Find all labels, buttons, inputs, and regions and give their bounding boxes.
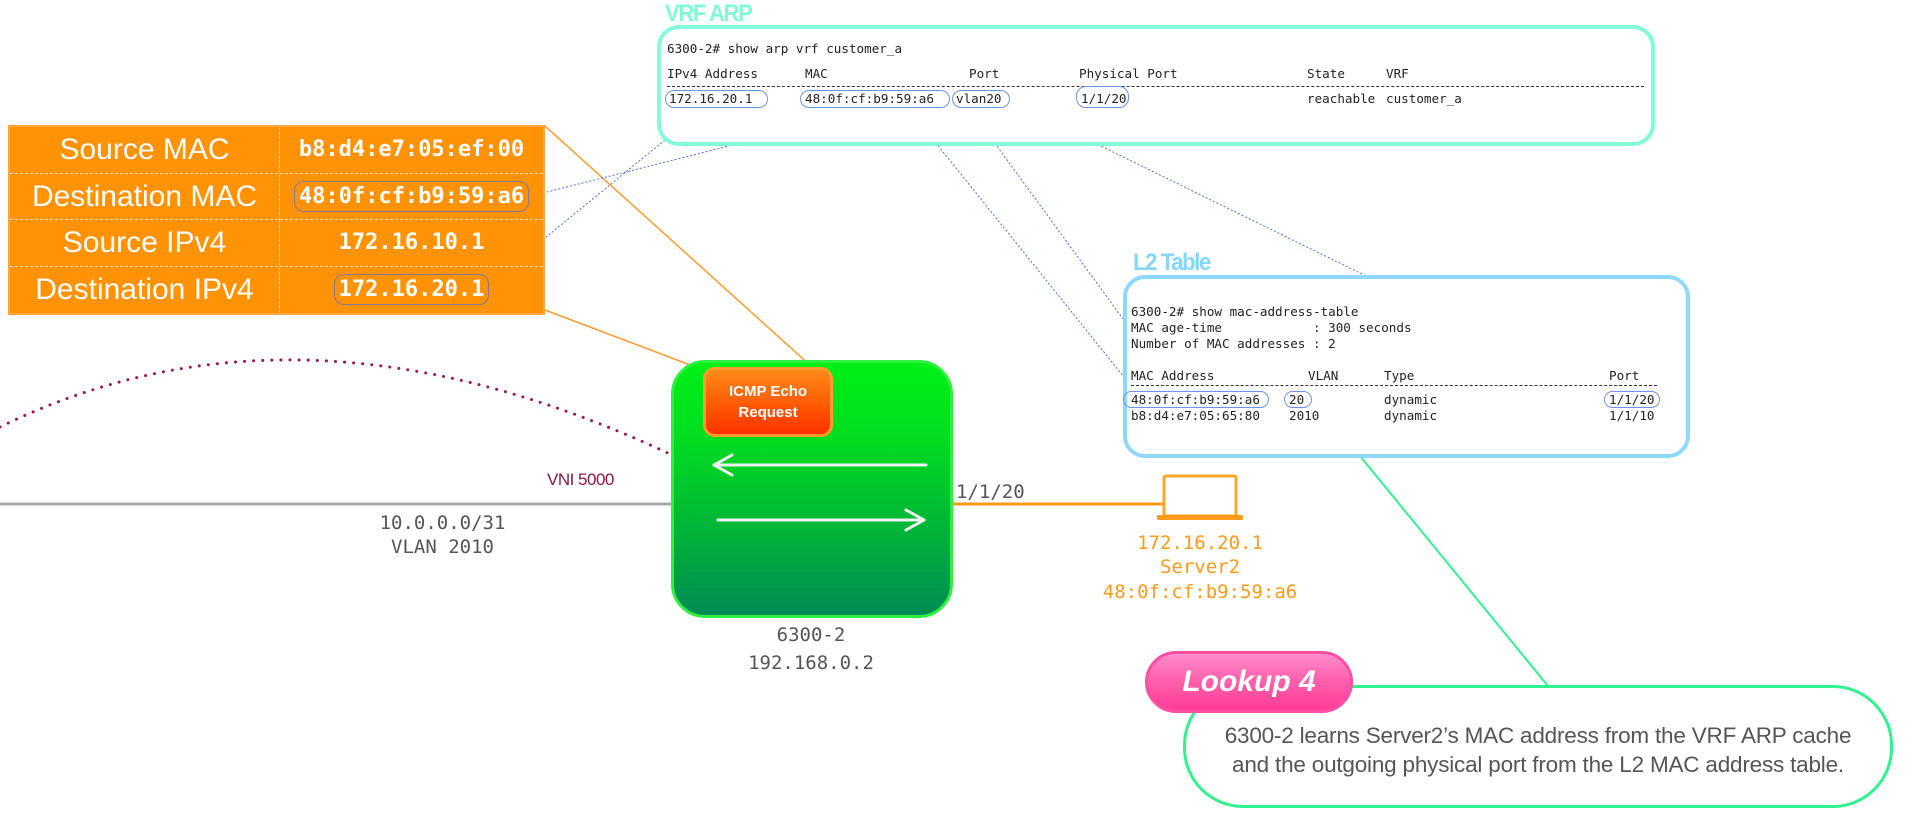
header-row-source-mac: Source MAC b8:d4:e7:05:ef:00 [10,127,543,174]
l2-row-mac: 48:0f:cf:b9:59:a6 [1131,392,1260,407]
access-port-label: 1/1/20 [956,481,1025,503]
l2-port-highlight [1604,391,1660,408]
header-value-highlighted: 172.16.20.1 [280,267,543,313]
vrf-port-highlight [952,90,1010,108]
map-arp-mac-to-l2 [922,126,1141,398]
header-value: 48:0f:cf:b9:59:a6 [293,180,530,212]
vrf-ipv4-highlight [665,90,768,108]
header-value: 172.16.10.1 [338,230,485,255]
header-connector-top [544,125,813,368]
uplink-subnet-label: 10.0.0.0/31 [379,512,506,534]
vrf-row-ipv4: 172.16.20.1 [669,91,753,106]
laptop-icon[interactable] [1155,473,1247,525]
vni-label: VNI 5000 [547,470,614,489]
vrf-row-state: reachable [1307,91,1376,106]
l2-table-panel: 6300-2# show mac-address-table MAC age-t… [1123,275,1690,458]
l2-col-port: Port [1609,368,1640,383]
l2-age-time: MAC age-time : 300 seconds [1131,320,1412,335]
header-label: Destination MAC [10,173,280,220]
vrf-col-port: Port [969,66,1000,81]
l2-table-title: L2 Table [1133,249,1211,276]
vni-tunnel-arc [0,358,674,457]
l2-row-vlan: 20 [1289,392,1305,407]
l2-row-type: dynamic [1384,408,1438,423]
vrf-row-port: vlan20 [956,91,1002,106]
vrf-col-ipv4: IPv4 Address [667,66,758,81]
vrf-row-mac: 48:0f:cf:b9:59:a6 [805,91,934,106]
l2-col-mac: MAC Address [1131,368,1215,383]
vrf-separator [667,86,1644,87]
header-value: 172.16.20.1 [333,273,490,305]
server-ip: 172.16.20.1 [1137,532,1263,554]
l2-command: 6300-2# show mac-address-table [1131,304,1359,319]
header-value: b8:d4:e7:05:ef:00 [298,137,525,162]
vrf-arp-title: VRF ARP [665,0,753,27]
header-row-source-ipv4: Source IPv4 172.16.10.1 [10,220,543,267]
header-value-highlighted: 48:0f:cf:b9:59:a6 [280,174,543,220]
l2-row-port: 1/1/20 [1609,392,1655,407]
lookup-text-line1: 6300-2 learns Server2’s MAC address from… [1224,723,1852,748]
vrf-row-vrf: customer_a [1386,91,1462,106]
l2-row-mac: b8:d4:e7:05:65:80 [1131,408,1260,423]
lookup-description: 6300-2 learns Server2’s MAC address from… [1186,721,1890,779]
header-label: Destination IPv4 [10,266,280,313]
l2-to-callout-line [1359,455,1549,687]
vrf-physical-port-highlight [1076,86,1129,108]
l2-row-port: 1/1/10 [1609,408,1655,423]
l2-col-vlan: VLAN [1308,368,1339,383]
vrf-mac-highlight [800,90,950,108]
l2-row-type: dynamic [1384,392,1438,407]
vrf-col-physical-port: Physical Port [1079,66,1178,81]
header-connector-bottom [544,309,707,372]
packet-label-line1: ICMP Echo [728,383,808,400]
packet-header-table: Source MAC b8:d4:e7:05:ef:00 Destination… [8,125,545,315]
vrf-arp-command: 6300-2# show arp vrf customer_a [667,41,903,56]
l2-row-vlan: 2010 [1289,408,1320,423]
header-row-destination-mac: Destination MAC 48:0f:cf:b9:59:a6 [10,173,543,220]
packet-label-line2: Request [738,404,798,421]
bidirectional-arrows-icon [712,453,928,532]
header-row-destination-ipv4: Destination IPv4 172.16.20.1 [10,266,543,314]
vrf-col-mac: MAC [805,66,828,81]
switch-name: 6300-2 [776,624,846,646]
icmp-echo-request-packet: ICMP Echo Request [703,367,833,437]
server-name: Server2 [1159,556,1241,578]
vrf-arp-panel: 6300-2# show arp vrf customer_a IPv4 Add… [657,25,1655,146]
l2-vlan-highlight [1284,391,1312,408]
vrf-col-state: State [1307,66,1345,81]
server-mac: 48:0f:cf:b9:59:a6 [1102,581,1298,603]
header-label: Source MAC [10,127,280,173]
lookup-badge: Lookup 4 [1145,651,1353,713]
l2-mac-count: Number of MAC addresses : 2 [1131,336,1336,351]
uplink-vlan-label: VLAN 2010 [391,536,494,558]
l2-separator [1131,385,1657,386]
l2-mac-highlight [1123,391,1269,408]
l2-col-type: Type [1384,368,1415,383]
lookup-text-line2: and the outgoing physical port from the … [1232,752,1844,777]
header-label: Source IPv4 [10,220,280,266]
vrf-col-vrf: VRF [1386,66,1409,81]
switch-ip: 192.168.0.2 [748,652,874,674]
vrf-row-physical-port: 1/1/20 [1081,91,1127,106]
